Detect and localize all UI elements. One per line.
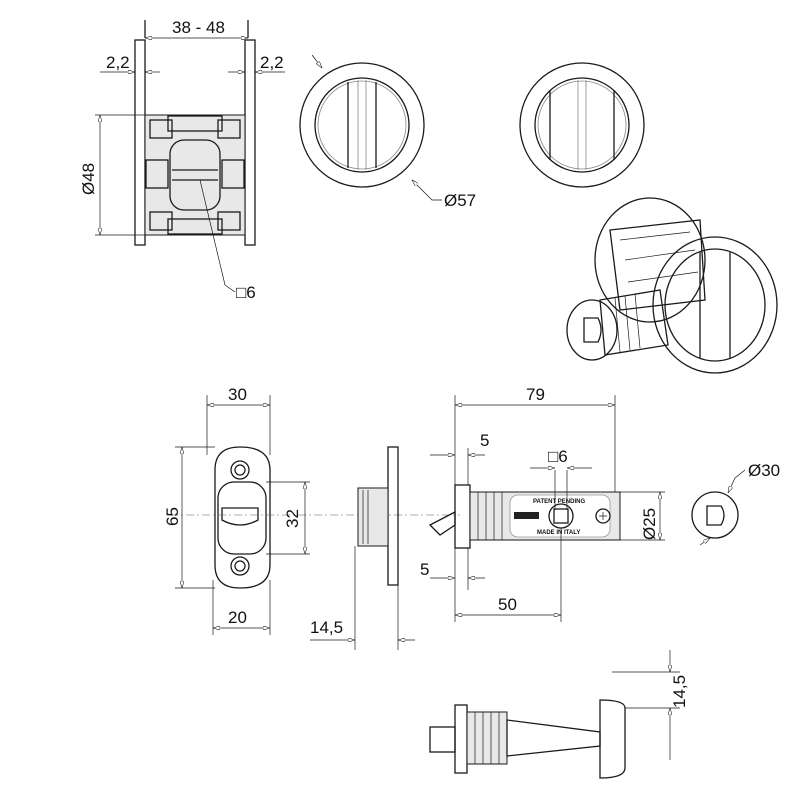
- mechanism-side-view: 38 - 48 2,2 2,2 Ø48 □6: [79, 18, 285, 302]
- rosette-diameter-label: Ø57: [444, 191, 476, 210]
- strike-side-view: 14,5: [310, 446, 415, 650]
- bottom-height-label: 14,5: [670, 675, 689, 708]
- flange-right-label: 2,2: [260, 53, 284, 72]
- rosette-back: [519, 62, 645, 188]
- strike-depth-label: 14,5: [310, 618, 343, 637]
- cover-diameter-label: Ø30: [748, 461, 780, 480]
- made-in-italy-label: MADE IN ITALY: [537, 530, 580, 536]
- width-range-label: 38 - 48: [172, 18, 225, 37]
- flange-left-label: 2,2: [106, 53, 130, 72]
- strike-bottom-width-label: 20: [228, 608, 247, 627]
- patent-pending-label: PATENT PENDING: [533, 499, 585, 505]
- latch-diameter-label: Ø25: [640, 508, 659, 540]
- perspective-view: [566, 197, 778, 374]
- diameter-48-label: Ø48: [79, 163, 98, 195]
- strike-height-label: 65: [163, 507, 182, 526]
- latch-top-view: PATENT PENDING MADE IN ITALY 79 5 □6 Ø25…: [420, 385, 665, 622]
- rosette-front: Ø57: [299, 54, 476, 210]
- strike-opening-label: 32: [283, 509, 302, 528]
- latch-length-label: 79: [526, 385, 545, 404]
- latch-spindle-label: □6: [548, 447, 568, 466]
- strike-plate: 30 65 32 20: [163, 385, 460, 635]
- backset-label: 50: [498, 595, 517, 614]
- faceplate-bottom-label: 5: [420, 560, 429, 579]
- strike-width-label: 30: [228, 385, 247, 404]
- latch-bottom-view: 14,5: [429, 650, 689, 779]
- faceplate-top-label: 5: [480, 431, 489, 450]
- cover-view: Ø30: [691, 461, 780, 546]
- spindle-label: □6: [236, 283, 256, 302]
